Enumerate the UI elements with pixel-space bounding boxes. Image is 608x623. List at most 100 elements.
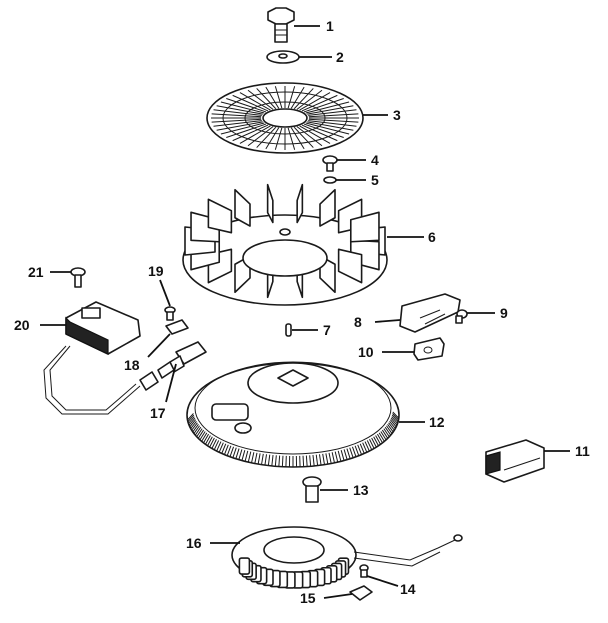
callout-7: 7 [323, 322, 331, 338]
gear-tooth [232, 447, 237, 458]
gear-tooth [264, 454, 268, 466]
gear-tooth [346, 448, 351, 459]
screen-rib [303, 98, 344, 113]
screen-rib [220, 101, 265, 114]
gear-tooth [221, 443, 227, 454]
fan-blade [207, 198, 233, 234]
callout-6: 6 [428, 229, 436, 245]
gear-tooth [312, 454, 315, 467]
part-18-clip [165, 319, 189, 335]
screen-rib [239, 125, 271, 144]
screen-rib [301, 124, 338, 142]
gear-tooth [322, 453, 325, 465]
callout-13: 13 [353, 482, 369, 498]
gear-tooth [343, 449, 348, 460]
gear-tooth [351, 446, 357, 457]
part-12-flywheel [186, 361, 400, 468]
gear-tooth [391, 416, 398, 424]
screen-rib [293, 88, 314, 110]
gear-tooth [392, 411, 400, 419]
gear-tooth [281, 455, 284, 467]
gear-tooth [197, 429, 205, 439]
gear-tooth [223, 444, 229, 455]
gear-tooth [340, 450, 345, 461]
gear-tooth [271, 454, 274, 467]
screen-rib [303, 123, 344, 138]
gear-tooth [187, 414, 195, 423]
callout-21: 21 [28, 264, 44, 280]
part-21-bolt [70, 267, 86, 288]
gear-tooth [207, 436, 213, 446]
screen-rib [247, 89, 274, 110]
screen-rib [213, 109, 262, 116]
gear-tooth [211, 439, 217, 449]
gear-tooth [371, 437, 377, 448]
part-2-washer [266, 50, 300, 64]
gear-tooth [377, 433, 383, 444]
gear-tooth [196, 428, 203, 438]
gear-tooth [302, 455, 305, 467]
part-7-key [285, 323, 292, 337]
callout-12: 12 [429, 414, 445, 430]
gear-tooth [328, 452, 332, 464]
gear-tooth [390, 417, 398, 426]
fan-blade [319, 188, 336, 227]
gear-tooth [254, 452, 258, 464]
screen-rib [290, 127, 305, 150]
callout-9: 9 [500, 305, 508, 321]
gear-tooth [389, 420, 396, 429]
gear-tooth [349, 447, 354, 458]
leader-14 [366, 575, 399, 587]
gear-tooth [309, 455, 312, 467]
callout-2: 2 [336, 49, 344, 65]
screen-rib [226, 123, 267, 138]
screen-rib [226, 98, 267, 113]
part-10-plate [413, 337, 445, 361]
gear-teeth [187, 411, 400, 467]
screen-rib [305, 101, 350, 114]
gear-tooth [387, 423, 394, 433]
screen-rib [216, 105, 263, 115]
gear-tooth [391, 414, 399, 423]
gear-tooth [384, 426, 392, 436]
callout-11: 11 [575, 443, 590, 459]
gear-tooth [392, 413, 399, 421]
callout-8: 8 [354, 314, 362, 330]
screen-rib [274, 86, 283, 109]
gear-tooth [187, 413, 194, 421]
gear-tooth [191, 422, 198, 431]
part-6-fan [182, 183, 388, 306]
gear-tooth [188, 417, 196, 426]
gear-tooth [305, 455, 308, 467]
gear-tooth [235, 448, 240, 459]
screen-rib [265, 127, 280, 150]
gear-tooth [331, 452, 335, 463]
gear-tooth [366, 440, 373, 451]
gear-tooth [315, 454, 319, 466]
gear-tooth [190, 420, 197, 429]
screen-rib [299, 92, 331, 111]
callout-3: 3 [393, 107, 401, 123]
fan-blade [266, 183, 274, 224]
screen-rib [220, 122, 265, 135]
screen-rib [308, 120, 357, 127]
gear-tooth [267, 454, 271, 466]
gear-tooth [199, 431, 206, 441]
gear-tooth [229, 446, 235, 457]
screen-rib [308, 113, 359, 118]
screen-rib [290, 86, 305, 109]
gear-tooth [386, 425, 393, 434]
callout-numbers: 1 2 3 4 5 6 7 8 9 10 11 12 13 14 15 16 1… [14, 18, 590, 606]
screen-rib [232, 124, 269, 142]
screen-ribs [211, 86, 359, 150]
gear-tooth [389, 419, 397, 428]
gear-tooth [325, 453, 329, 465]
part-3-screen [206, 82, 364, 154]
gear-tooth [203, 433, 209, 444]
gear-tooth [375, 435, 381, 445]
part-16-stator [231, 526, 463, 589]
part-19-screw [164, 306, 176, 321]
callout-16: 16 [186, 535, 202, 551]
gear-tooth [244, 450, 249, 462]
